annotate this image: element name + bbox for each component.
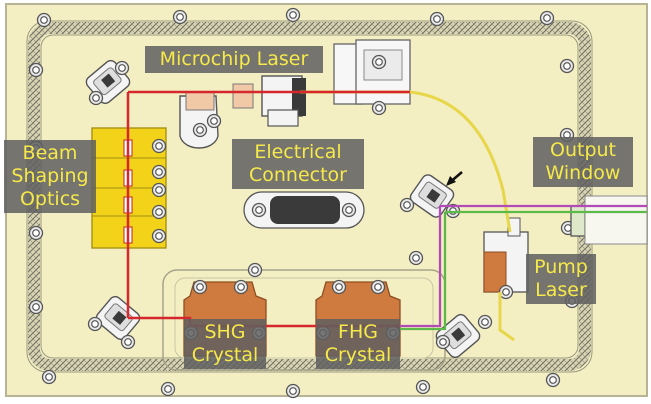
arrow-icon bbox=[446, 171, 463, 186]
label-electrical-connector: Electrical Connector bbox=[232, 139, 364, 189]
label-beam-shaping-optics: Beam Shaping Optics bbox=[4, 140, 96, 213]
label-shg-crystal: SHG Crystal bbox=[184, 319, 266, 369]
electrical-connector bbox=[243, 191, 365, 229]
label-pump-laser: Pump Laser bbox=[526, 254, 596, 304]
output-window bbox=[570, 195, 648, 245]
label-output-window: Output Window bbox=[533, 137, 633, 187]
optical-fiber bbox=[300, 90, 515, 342]
microchip-laser-assembly bbox=[179, 39, 411, 149]
pump-laser bbox=[483, 217, 529, 300]
label-microchip-laser: Microchip Laser bbox=[145, 46, 323, 73]
label-fhg-crystal: FHG Crystal bbox=[316, 319, 400, 369]
